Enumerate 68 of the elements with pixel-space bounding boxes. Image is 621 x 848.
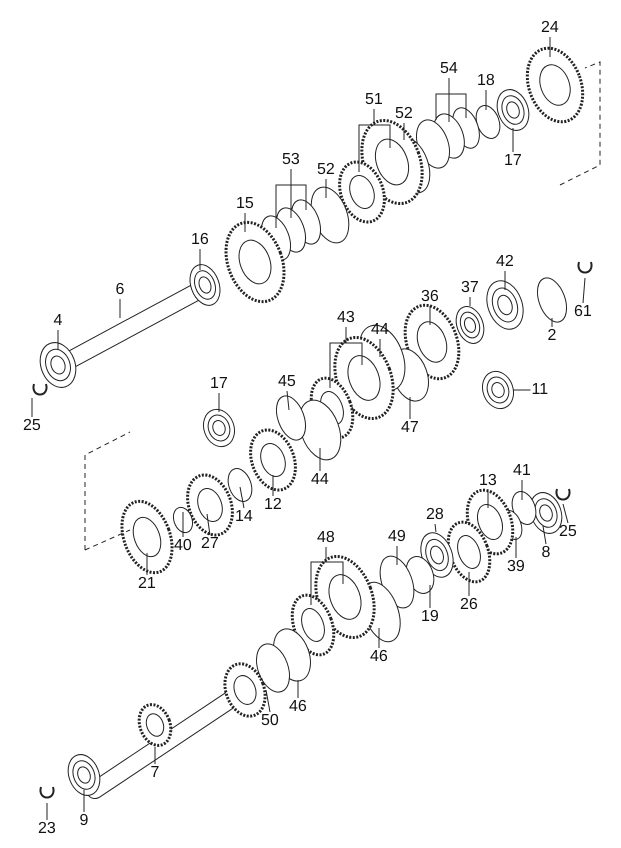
callout-number: 47 [400,419,420,437]
leader-line [396,546,398,566]
leader-line [244,212,246,232]
leader-line [562,504,568,524]
callout-number: 4 [52,312,64,330]
leader-line [240,486,244,508]
leader-line [378,628,380,648]
callout-number: 45 [277,373,297,391]
callout-number: 18 [476,72,496,90]
callout-number: 46 [288,698,308,716]
leader-line [182,512,184,538]
leader-line [154,746,156,764]
callout-number: 2 [546,327,558,345]
leader-line [582,278,586,304]
callout-number: 44 [370,321,390,339]
leader-line [290,168,306,210]
callout-number: 44 [310,471,330,489]
callout-number: 14 [234,508,254,526]
callout-number: 48 [316,529,336,547]
leader-line [272,474,274,496]
callout-number: 23 [37,820,57,838]
leader-line [286,390,290,410]
callout-number: 9 [78,812,90,830]
callout-number: 37 [460,279,480,297]
callout-number: 61 [573,303,593,321]
leader-line [448,78,466,118]
callout-number: 6 [114,281,126,299]
callout-number: 46 [369,648,389,666]
callout-number: 11 [530,381,550,399]
callout-number: 53 [281,151,301,169]
callout-number: 17 [209,375,229,393]
leader-line [46,802,48,820]
leader-line [542,526,546,544]
callout-number: 8 [540,544,552,562]
leader-line [266,690,270,712]
callout-number: 49 [387,528,407,546]
callout-number: 12 [263,496,283,514]
callout-number: 25 [558,523,578,541]
callout-number: 25 [22,417,42,435]
callout-number: 52 [316,161,336,179]
callout-number: 39 [506,558,526,576]
callout-number: 27 [200,535,220,553]
callout-number: 36 [420,288,440,306]
callout-number: 42 [495,253,515,271]
leader-line [206,514,210,536]
callout-number: 28 [425,506,445,524]
leader-line [504,270,506,290]
callout-number: 24 [540,19,560,37]
leader-line [146,552,148,576]
callout-number: 17 [503,152,523,170]
callout-number: 40 [173,537,193,555]
callout-number: 54 [439,60,459,78]
leader-line [434,524,436,532]
callout-number: 41 [512,462,532,480]
leader-line [218,392,220,412]
callout-number: 50 [260,712,280,730]
callout-number: 16 [190,231,210,249]
callout-number: 52 [394,105,414,123]
callout-number: 21 [137,575,157,593]
callout-number: 13 [478,472,498,490]
callout-number: 19 [420,608,440,626]
callout-number: 43 [336,309,356,327]
callout-number: 26 [459,596,479,614]
callout-number: 51 [364,91,384,109]
leader-line [512,128,514,152]
callout-number: 15 [235,195,255,213]
leader-line [468,572,470,596]
callout-number: 7 [150,764,160,782]
